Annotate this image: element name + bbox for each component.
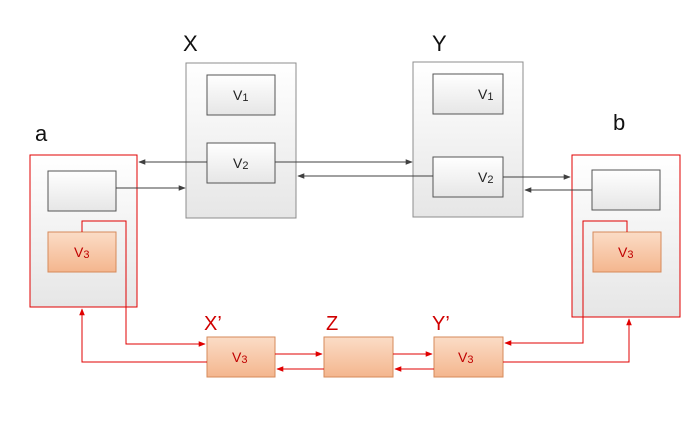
node-a-label: a (35, 121, 48, 146)
node-y-v1-box (432, 73, 504, 115)
node-y-v1-label: V1 (478, 86, 493, 103)
node-xprime-v3-box (206, 336, 276, 378)
arrow-xprime-to-a (79, 308, 207, 363)
node-x-v2-label: V2 (233, 155, 248, 172)
node-x-v1-box (206, 74, 276, 116)
node-y-label: Y (432, 31, 447, 56)
node-a-top-box (47, 170, 117, 212)
node-a-v3-label: V3 (74, 244, 89, 261)
node-z-box (323, 336, 394, 378)
arrow-yprime-to-b (503, 318, 632, 363)
node-b-top-box (591, 169, 661, 211)
node-y-v2-box (432, 156, 504, 198)
node-x-v1-label: V1 (233, 87, 248, 104)
node-xprime-v3-label: V3 (232, 349, 247, 366)
node-y-v2-label: V2 (478, 169, 493, 186)
node-x-label: X (183, 31, 198, 56)
node-z-label: Z (326, 313, 338, 335)
node-b-label: b (613, 110, 625, 135)
node-yprime-label: Y’ (432, 313, 450, 335)
node-yprime-v3-box (433, 336, 504, 378)
node-x-v2-box (206, 142, 276, 184)
arrow-bv3-to-yprime (504, 220, 628, 346)
node-a-v3-box (47, 231, 117, 273)
node-b-v3-box (592, 231, 662, 273)
node-yprime-v3-label: V3 (458, 349, 473, 366)
arrow-av3-to-xprime (81, 220, 206, 347)
node-b-v3-label: V3 (618, 244, 633, 261)
node-xprime-label: X’ (204, 313, 222, 335)
